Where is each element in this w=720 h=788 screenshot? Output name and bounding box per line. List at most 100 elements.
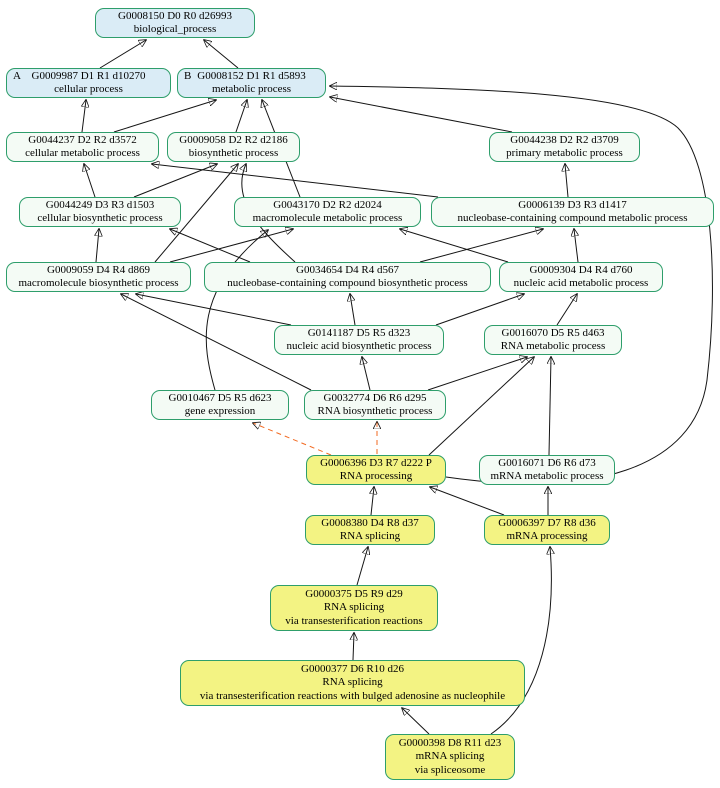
edge-metabolic-process--biological-process: [204, 40, 239, 69]
node-go-id: G0006396 D3 R7 d222 P: [320, 456, 432, 469]
node-rna-processing[interactable]: G0006396 D3 R7 d222 P RNA processing: [306, 455, 446, 485]
node-label: cellular metabolic process: [25, 147, 140, 159]
node-go-id: G0000375 D5 R9 d29: [305, 587, 403, 600]
edge-nucleobase-biosynthetic--nucleobase-metabolic: [419, 229, 543, 263]
node-go-id: G0009059 D4 R4 d869: [47, 263, 150, 276]
node-mrna-processing[interactable]: G0006397 D7 R8 d36 mRNA processing: [484, 515, 610, 545]
node-go-id: G0000377 D6 R10 d26: [301, 662, 404, 675]
node-label: biosynthetic process: [188, 147, 279, 159]
node-letter-tag: A: [13, 69, 21, 82]
node-label: primary metabolic process: [506, 147, 623, 159]
edge-rna-biosynthetic--rna-metabolic: [427, 357, 527, 391]
edge-cellular-process--biological-process: [99, 40, 146, 69]
node-go-id: G0043170 D2 R2 d2024: [273, 198, 382, 211]
edge-cellular-metabolic--metabolic-process: [113, 100, 216, 133]
node-go-id: G0044249 D3 R3 d1503: [45, 198, 155, 211]
node-go-id: G0016070 D5 R5 d463: [501, 326, 605, 339]
node-sublabel: via transesterification reactions: [285, 614, 423, 627]
node-primary-metabolic-process[interactable]: G0044238 D2 R2 d3709 primary metabolic p…: [489, 132, 640, 162]
node-biosynthetic-process[interactable]: G0009058 D2 R2 d2186 biosynthetic proces…: [167, 132, 300, 162]
node-nucleobase-compound-biosynthetic-process[interactable]: G0034654 D4 R4 d567 nucleobase-containin…: [204, 262, 491, 292]
node-go-id: G0016071 D6 R6 d73: [498, 456, 596, 469]
node-label: cellular process: [54, 83, 123, 95]
node-biological-process[interactable]: G0008150 D0 R0 d26993 biological_process: [95, 8, 255, 38]
node-label: mRNA processing: [506, 530, 588, 542]
node-go-id: G0044238 D2 R2 d3709: [510, 133, 619, 146]
edge-mrna-splicing-spliceosome--bulged-adenosine: [402, 708, 430, 735]
node-mrna-splicing-via-spliceosome[interactable]: G0000398 D8 R11 d23 mRNA splicing via sp…: [385, 734, 515, 780]
node-go-id: G0141187 D5 R5 d323: [307, 326, 411, 339]
node-macromolecule-biosynthetic-process[interactable]: G0009059 D4 R4 d869 macromolecule biosyn…: [6, 262, 191, 292]
edge-rna-processing--gene-expression-partof: [253, 423, 332, 456]
node-rna-metabolic-process[interactable]: G0016070 D5 R5 d463 RNA metabolic proces…: [484, 325, 622, 355]
edge-mrna-processing--rna-processing: [430, 487, 505, 516]
edge-rna-splicing--rna-processing: [371, 487, 374, 516]
node-label: nucleic acid metabolic process: [513, 277, 649, 289]
edge-gene-expression--macromolecule-metabolic: [205, 230, 268, 391]
node-rna-biosynthetic-process[interactable]: G0032774 D6 R6 d295 RNA biosynthetic pro…: [304, 390, 446, 420]
node-label: gene expression: [184, 405, 256, 417]
node-rna-splicing-bulged-adenosine[interactable]: G0000377 D6 R10 d26 RNA splicing via tra…: [180, 660, 525, 706]
node-macromolecule-metabolic-process[interactable]: G0043170 D2 R2 d2024 macromolecule metab…: [234, 197, 421, 227]
node-cellular-metabolic-process[interactable]: G0044237 D2 R2 d3572 cellular metabolic …: [6, 132, 159, 162]
edge-rna-metabolic--nucleic-acid-metabolic: [556, 294, 577, 326]
node-label: RNA splicing: [322, 676, 383, 689]
edge-rna-biosynthetic--macromolecule-biosynthetic: [121, 294, 312, 391]
node-label: mRNA splicing: [415, 750, 485, 763]
node-label: RNA metabolic process: [500, 340, 606, 352]
node-label: RNA biosynthetic process: [317, 405, 433, 417]
node-go-id: G0008150 D0 R0 d26993: [118, 9, 232, 22]
node-label: metabolic process: [211, 83, 292, 95]
edge-macromolecule-biosynthetic--macromolecule-metabolic: [169, 229, 293, 263]
edge-rna-splicing-transester--rna-splicing: [356, 547, 368, 586]
edge-nucleic-acid-metabolic--macromolecule-metabolic: [400, 229, 509, 263]
edge-nucleic-acid-metabolic--nucleobase-metabolic: [574, 229, 578, 263]
edge-mrna-splicing-spliceosome--mrna-processing: [490, 547, 551, 735]
node-go-id: G0010467 D5 R5 d623: [168, 391, 272, 404]
edge-bulged-adenosine--rna-splicing-transester: [353, 633, 354, 661]
node-nucleic-acid-biosynthetic-process[interactable]: G0141187 D5 R5 d323 nucleic acid biosynt…: [274, 325, 444, 355]
edge-nucleic-acid-biosynthetic--nucleobase-biosynthetic: [350, 294, 356, 326]
node-label: macromolecule metabolic process: [252, 212, 403, 224]
node-go-id: G0000398 D8 R11 d23: [398, 736, 502, 749]
node-label: RNA splicing: [339, 530, 401, 542]
edge-macromolecule-biosynthetic--cellular-biosynthetic: [96, 229, 99, 263]
edge-nucleobase-metabolic--primary-metabolic: [565, 164, 568, 198]
node-gene-expression[interactable]: G0010467 D5 R5 d623 gene expression: [151, 390, 289, 420]
node-letter-tag: B: [184, 69, 192, 82]
node-nucleobase-compound-metabolic-process[interactable]: G0006139 D3 R3 d1417 nucleobase-containi…: [431, 197, 714, 227]
node-go-id: G0009058 D2 R2 d2186: [179, 133, 288, 146]
edge-primary-metabolic--metabolic-process: [330, 97, 513, 133]
node-label: cellular biosynthetic process: [37, 212, 163, 224]
node-go-id: G0006139 D3 R3 d1417: [518, 198, 627, 211]
node-go-id: G0009304 D4 R4 d760: [529, 263, 633, 276]
node-go-id: G0006397 D7 R8 d36: [498, 516, 596, 529]
node-go-id: G0008380 D4 R8 d37: [321, 516, 419, 529]
node-label: nucleic acid biosynthetic process: [286, 340, 432, 352]
node-label: mRNA metabolic process: [490, 470, 604, 482]
edge-nucleobase-metabolic--cellular-metabolic: [152, 164, 439, 198]
node-label: RNA splicing: [323, 601, 385, 614]
node-label: macromolecule biosynthetic process: [18, 277, 179, 289]
node-nucleic-acid-metabolic-process[interactable]: G0009304 D4 R4 d760 nucleic acid metabol…: [499, 262, 663, 292]
node-sublabel: via spliceosome: [414, 763, 486, 776]
edge-cellular-biosynthetic--cellular-metabolic: [84, 164, 96, 198]
node-go-id: G0044237 D2 R2 d3572: [28, 133, 137, 146]
node-label: RNA processing: [339, 470, 413, 482]
node-go-id: G0032774 D6 R6 d295: [323, 391, 427, 404]
node-rna-splicing[interactable]: G0008380 D4 R8 d37 RNA splicing: [305, 515, 435, 545]
edge-nucleic-acid-biosynthetic--nucleic-acid-metabolic: [435, 294, 524, 326]
node-rna-splicing-via-transesterification[interactable]: G0000375 D5 R9 d29 RNA splicing via tran…: [270, 585, 438, 631]
node-mrna-metabolic-process[interactable]: G0016071 D6 R6 d73 mRNA metabolic proces…: [479, 455, 615, 485]
edge-macromolecule-biosynthetic--biosynthetic: [154, 164, 238, 263]
edge-cellular-metabolic--cellular-process: [82, 100, 86, 133]
edge-rna-processing--rna-metabolic: [428, 357, 534, 456]
node-go-id: G0034654 D4 R4 d567: [296, 263, 399, 276]
edge-nucleic-acid-biosynthetic--macromolecule-biosynthetic: [136, 294, 292, 326]
node-cellular-biosynthetic-process[interactable]: G0044249 D3 R3 d1503 cellular biosynthet…: [19, 197, 181, 227]
